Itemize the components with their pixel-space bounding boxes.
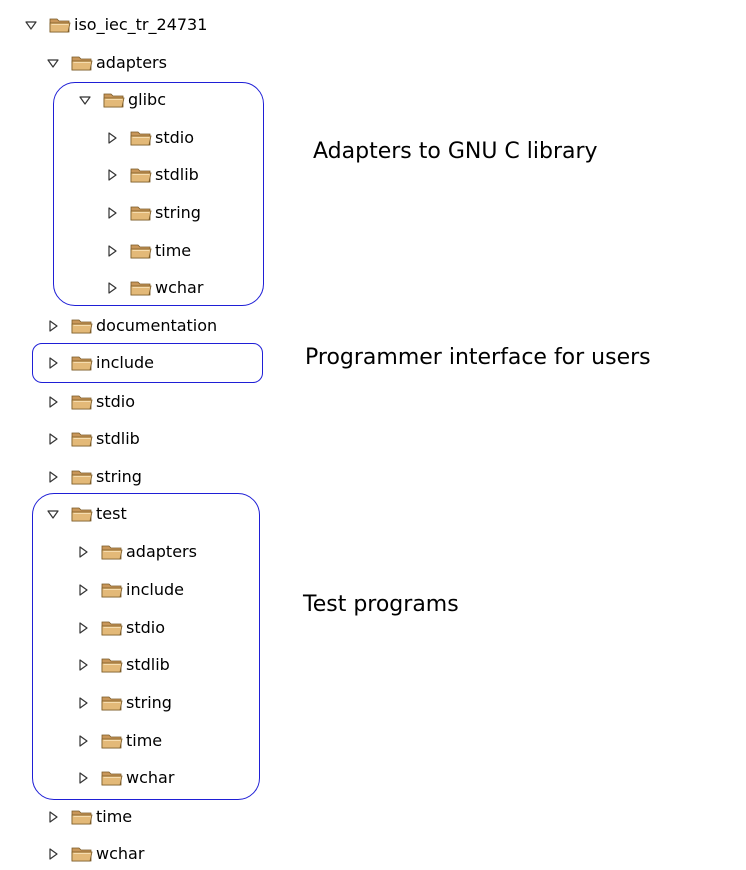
folder-icon: [100, 542, 124, 562]
folder-icon: [48, 15, 72, 35]
tree-node-label: string: [126, 693, 172, 712]
tree-node-time[interactable]: time: [46, 806, 132, 828]
expand-arrow-icon[interactable]: [105, 244, 119, 258]
tree-node-test[interactable]: test: [46, 503, 127, 525]
collapse-arrow-icon[interactable]: [24, 18, 38, 32]
tree-node-glibc-string[interactable]: string: [105, 202, 201, 224]
expand-arrow-icon[interactable]: [46, 319, 60, 333]
folder-icon: [70, 392, 94, 412]
folder-icon: [70, 807, 94, 827]
tree-node-label: test: [96, 504, 127, 523]
expand-arrow-icon[interactable]: [105, 281, 119, 295]
folder-icon: [70, 316, 94, 336]
tree-node-glibc-wchar[interactable]: wchar: [105, 277, 203, 299]
tree-node-test-stdlib[interactable]: stdlib: [76, 654, 170, 676]
tree-node-label: stdlib: [126, 655, 170, 674]
folder-icon: [129, 128, 153, 148]
folder-icon: [100, 655, 124, 675]
collapse-arrow-icon[interactable]: [46, 56, 60, 70]
expand-arrow-icon[interactable]: [46, 847, 60, 861]
folder-icon: [129, 203, 153, 223]
expand-arrow-icon[interactable]: [76, 658, 90, 672]
expand-arrow-icon[interactable]: [105, 168, 119, 182]
tree-node-root[interactable]: iso_iec_tr_24731: [24, 14, 207, 36]
tree-node-test-stdio[interactable]: stdio: [76, 617, 165, 639]
folder-icon: [100, 693, 124, 713]
folder-icon: [70, 429, 94, 449]
tree-node-string[interactable]: string: [46, 466, 142, 488]
expand-arrow-icon[interactable]: [105, 131, 119, 145]
tree-node-glibc-stdlib[interactable]: stdlib: [105, 164, 199, 186]
expand-arrow-icon[interactable]: [46, 470, 60, 484]
tree-node-label: stdio: [96, 392, 135, 411]
tree-node-test-wchar[interactable]: wchar: [76, 767, 174, 789]
highlight-box-test: [32, 493, 260, 800]
folder-icon: [100, 618, 124, 638]
tree-node-label: wchar: [126, 768, 175, 787]
tree-node-test-time[interactable]: time: [76, 730, 162, 752]
tree-node-label: time: [96, 807, 133, 826]
tree-node-stdio[interactable]: stdio: [46, 391, 135, 413]
tree-node-label: adapters: [96, 53, 167, 72]
folder-icon: [70, 467, 94, 487]
tree-node-label: string: [155, 203, 201, 222]
tree-node-test-adapters[interactable]: adapters: [76, 541, 197, 563]
tree-node-label: include: [126, 580, 184, 599]
tree-node-label: stdio: [126, 618, 165, 637]
highlight-box-include: [32, 343, 263, 383]
tree-node-include[interactable]: include: [46, 352, 154, 374]
tree-node-label: iso_iec_tr_24731: [74, 15, 208, 34]
tree-node-stdlib[interactable]: stdlib: [46, 428, 140, 450]
expand-arrow-icon[interactable]: [46, 395, 60, 409]
tree-node-label: time: [155, 241, 192, 260]
expand-arrow-icon[interactable]: [76, 771, 90, 785]
collapse-arrow-icon[interactable]: [46, 507, 60, 521]
tree-node-label: time: [126, 731, 163, 750]
tree-node-label: wchar: [155, 278, 204, 297]
folder-icon: [70, 504, 94, 524]
folder-icon: [70, 844, 94, 864]
folder-icon: [129, 165, 153, 185]
annotation-test: Test programs: [303, 592, 459, 617]
tree-node-label: wchar: [96, 844, 145, 863]
expand-arrow-icon[interactable]: [76, 583, 90, 597]
folder-icon: [129, 278, 153, 298]
folder-icon: [129, 241, 153, 261]
tree-node-glibc-stdio[interactable]: stdio: [105, 127, 194, 149]
folder-icon: [100, 731, 124, 751]
expand-arrow-icon[interactable]: [76, 621, 90, 635]
tree-node-glibc-time[interactable]: time: [105, 240, 191, 262]
expand-arrow-icon[interactable]: [46, 356, 60, 370]
folder-icon: [70, 53, 94, 73]
annotation-include: Programmer interface for users: [305, 345, 651, 370]
tree-node-label: stdio: [155, 128, 194, 147]
tree-node-label: glibc: [128, 90, 166, 109]
folder-icon: [70, 353, 94, 373]
folder-icon: [100, 580, 124, 600]
tree-node-adapters[interactable]: adapters: [46, 52, 167, 74]
expand-arrow-icon[interactable]: [46, 432, 60, 446]
folder-icon: [102, 90, 126, 110]
tree-node-label: documentation: [96, 316, 218, 335]
tree-node-label: stdlib: [155, 165, 199, 184]
expand-arrow-icon[interactable]: [76, 734, 90, 748]
expand-arrow-icon[interactable]: [76, 545, 90, 559]
folder-icon: [100, 768, 124, 788]
tree-node-label: stdlib: [96, 429, 140, 448]
expand-arrow-icon[interactable]: [105, 206, 119, 220]
annotation-adapters: Adapters to GNU C library: [313, 139, 598, 164]
tree-node-label: include: [96, 353, 154, 372]
tree-node-label: string: [96, 467, 142, 486]
tree-node-test-string[interactable]: string: [76, 692, 172, 714]
expand-arrow-icon[interactable]: [46, 810, 60, 824]
tree-node-glibc[interactable]: glibc: [78, 89, 166, 111]
highlight-box-glibc: [53, 82, 264, 306]
tree-node-wchar[interactable]: wchar: [46, 843, 144, 865]
tree-node-label: adapters: [126, 542, 197, 561]
expand-arrow-icon[interactable]: [76, 696, 90, 710]
collapse-arrow-icon[interactable]: [78, 93, 92, 107]
tree-node-test-include[interactable]: include: [76, 579, 184, 601]
tree-node-documentation[interactable]: documentation: [46, 315, 217, 337]
